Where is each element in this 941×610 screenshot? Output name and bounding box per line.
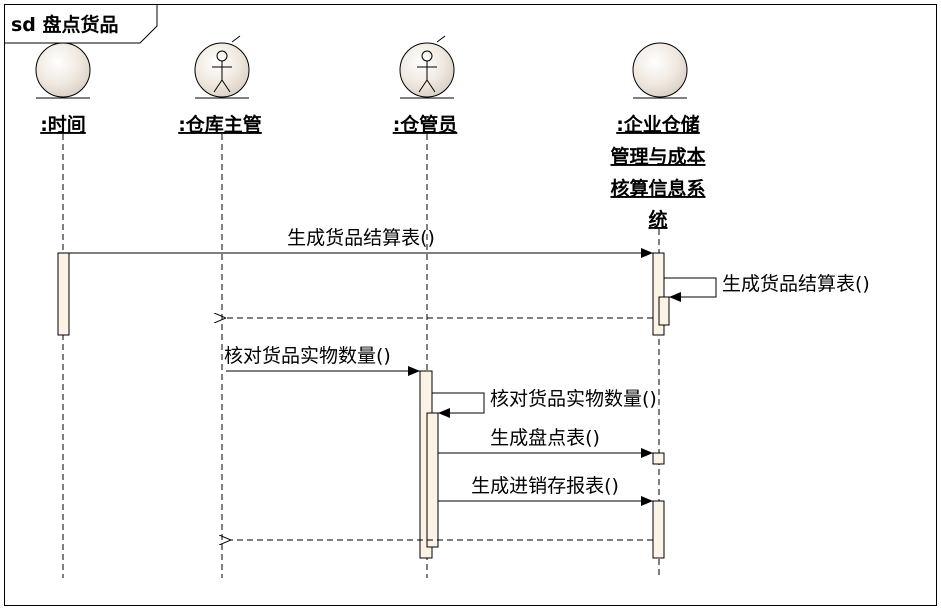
lifeline-clerk-head: :仓管员 — [393, 35, 458, 136]
activation-system-1 — [652, 252, 665, 336]
activation-clerk-self — [426, 412, 439, 548]
message-label: 生成货品结算表() — [722, 273, 870, 295]
lifeline-system-head: :企业仓储 管理与成本 核算信息系 统 — [610, 42, 706, 231]
frame-title: sd 盘点货品 — [11, 13, 119, 36]
lifeline-time-head: :时间 — [35, 42, 91, 136]
frame-border — [4, 4, 937, 606]
self-message-arrow — [664, 277, 717, 302]
lifeline-system-label-1: :企业仓储 — [616, 113, 700, 136]
control-icon — [35, 42, 91, 98]
message-label: 核对货品实物数量() — [224, 345, 391, 367]
activation-system-3 — [652, 500, 665, 559]
activation-time — [57, 252, 70, 336]
entity-icon — [632, 42, 688, 98]
lifeline-system-label-4: 统 — [648, 208, 667, 231]
lifeline-time-label: :时间 — [40, 114, 86, 136]
activation-system-2 — [652, 452, 665, 465]
lifeline-system-label-2: 管理与成本 — [610, 145, 705, 168]
self-message-arrow — [432, 392, 485, 418]
message-label: 生成进销存报表() — [471, 475, 619, 497]
frame-title-tab — [4, 4, 158, 44]
lifeline-manager-label: :仓库主管 — [178, 113, 262, 136]
message-label: 生成盘点表() — [490, 427, 600, 449]
activation-system-self — [658, 296, 670, 326]
lifeline-system-label-3: 核算信息系 — [610, 177, 705, 200]
message-label: 核对货品实物数量() — [490, 388, 657, 410]
message-label: 生成货品结算表() — [287, 227, 435, 249]
lifeline-manager-head: :仓库主管 — [178, 35, 262, 136]
lifeline-clerk-label: :仓管员 — [393, 113, 458, 136]
